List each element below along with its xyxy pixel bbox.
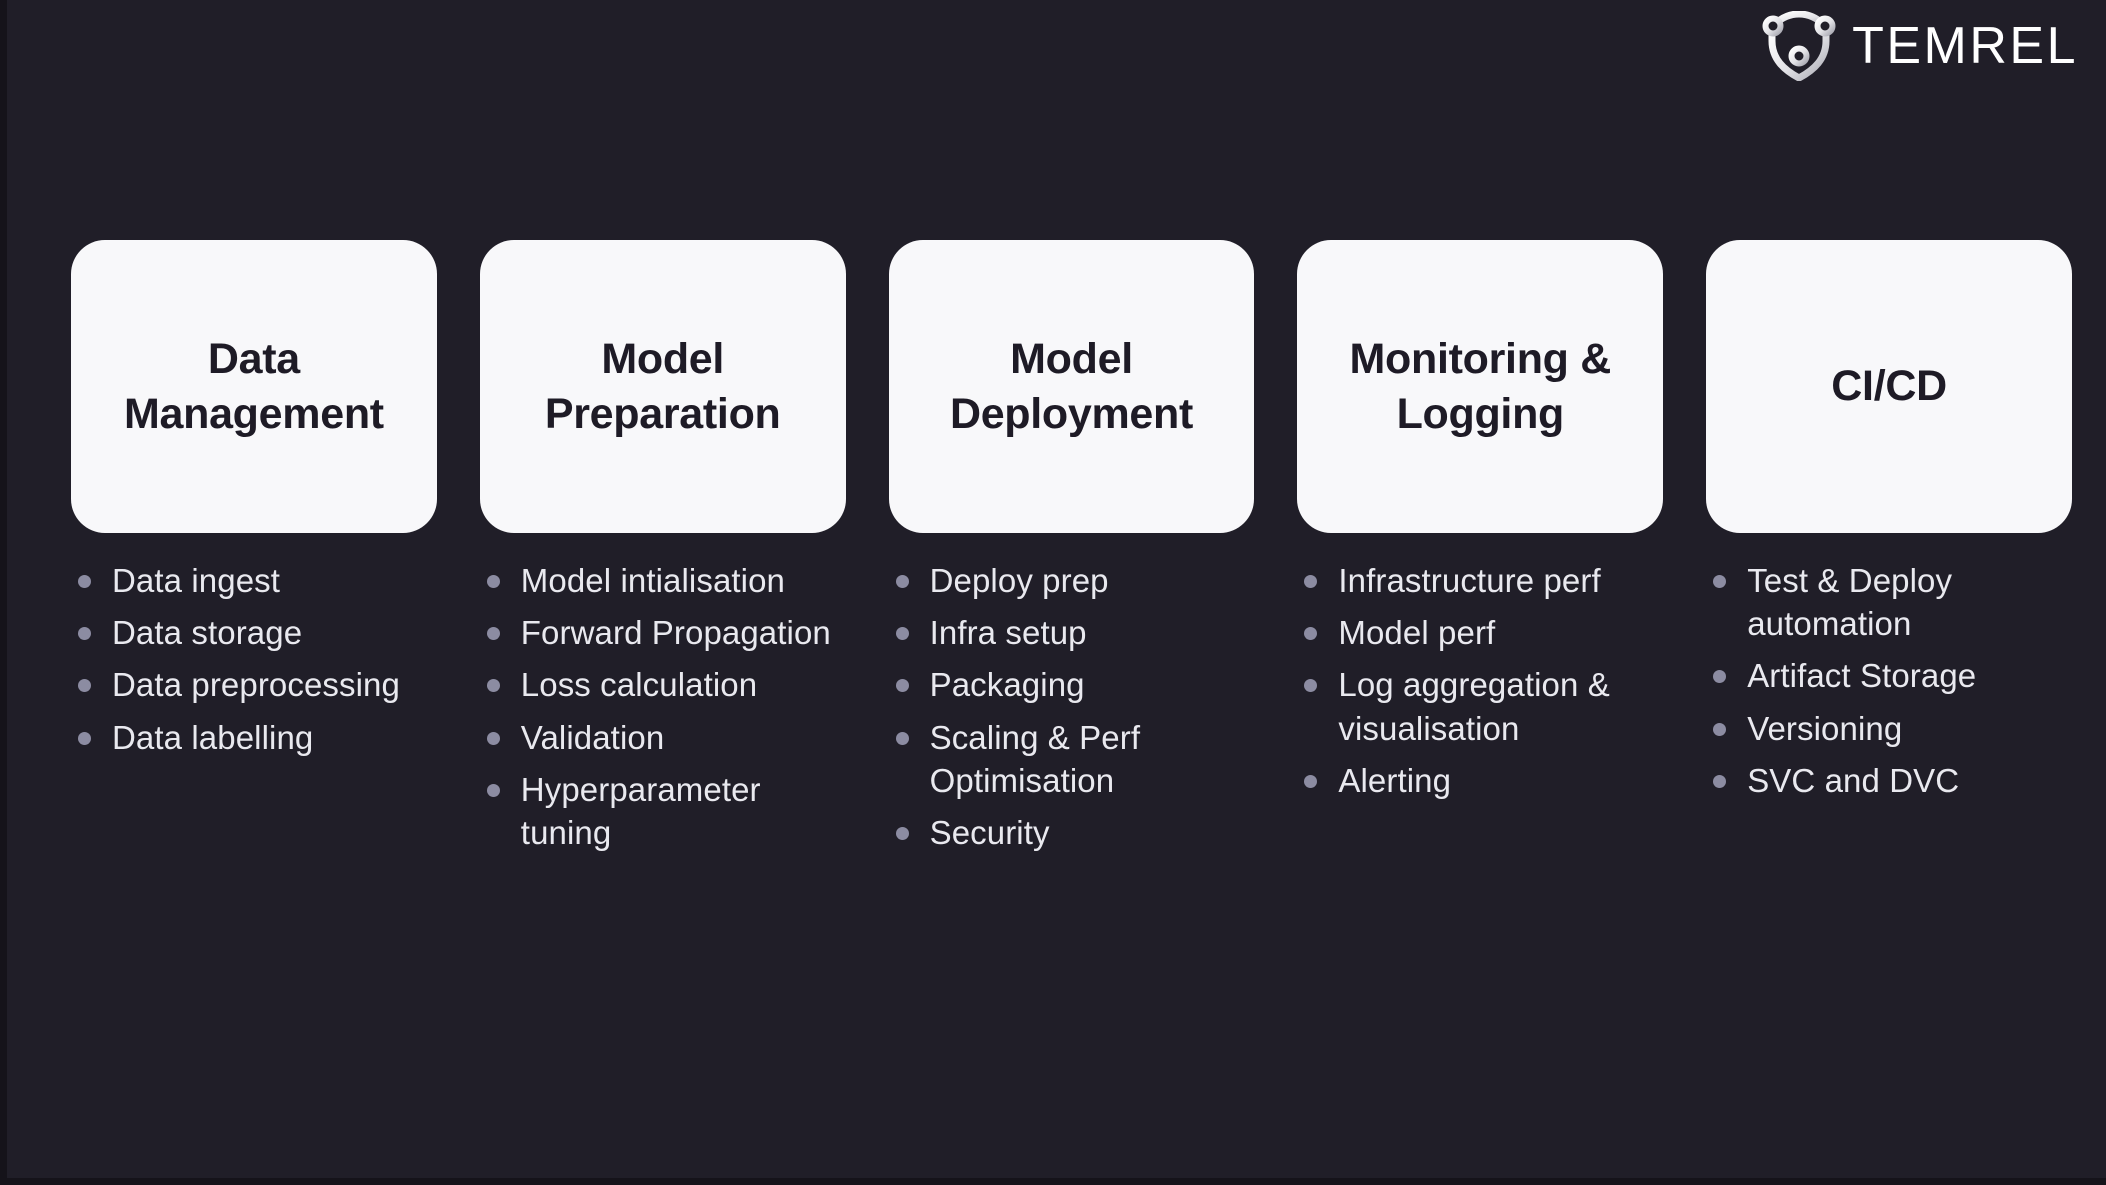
bullet-dot-icon <box>895 575 909 588</box>
list-item: Infra setup <box>889 611 1255 654</box>
list-item-label: Infrastructure perf <box>1338 562 1601 599</box>
bullet-dot-icon <box>486 783 500 797</box>
list-item-label: Artifact Storage <box>1747 657 1977 695</box>
list-item: Data labelling <box>71 716 437 759</box>
stage-card-monitoring-logging[interactable]: Monitoring & Logging <box>1297 240 1664 533</box>
stage-card-data-management[interactable]: Data Management <box>71 240 437 533</box>
list-item-label: Validation <box>520 718 665 756</box>
bullet-dot-icon <box>895 679 909 693</box>
list-item-label: Data preprocessing <box>112 666 400 704</box>
list-item-label: Data ingest <box>112 562 281 599</box>
stage-card-model-preparation[interactable]: Model Preparation <box>479 240 846 533</box>
bullet-dot-icon <box>78 731 91 745</box>
list-item: Data storage <box>71 611 437 654</box>
list-item: Model perf <box>1297 611 1663 654</box>
stage-card-title: Model Deployment <box>949 335 1194 438</box>
list-item: Loss calculation <box>480 663 846 706</box>
list-item: Hyperparameter tuning <box>480 768 846 854</box>
bullet-dot-icon <box>1713 670 1727 684</box>
bullet-dot-icon <box>486 627 500 641</box>
bullet-dot-icon <box>1713 575 1727 588</box>
list-item: Infrastructure perf <box>1297 559 1663 602</box>
bullet-dot-icon <box>1713 722 1727 736</box>
list-item-label: Versioning <box>1747 709 1903 747</box>
list-item-label: Alerting <box>1338 761 1452 799</box>
list-item-label: Hyperparameter tuning <box>520 770 761 852</box>
list-item-label: Infra setup <box>929 614 1087 652</box>
bullet-dot-icon <box>895 627 909 641</box>
list-item-label: Scaling & Perf Optimisation <box>929 718 1141 799</box>
brand-logo: TEMREL <box>1762 8 2078 84</box>
list-item-label: Deploy prep <box>929 562 1109 599</box>
stage-card-title: Monitoring & Logging <box>1349 335 1612 438</box>
list-item-label: Log aggregation & visualisation <box>1338 666 1610 747</box>
bullet-dot-icon <box>78 627 91 641</box>
list-item: Log aggregation & visualisation <box>1297 663 1663 749</box>
list-item: Security <box>889 811 1255 854</box>
bullet-dot-icon <box>78 679 91 693</box>
bullet-dot-icon <box>895 731 909 745</box>
bullet-dot-icon <box>78 575 91 588</box>
list-item: Validation <box>480 716 846 759</box>
bullet-dot-icon <box>486 679 500 693</box>
list-item-label: Data labelling <box>112 718 314 756</box>
list-item: Artifact Storage <box>1706 654 2072 697</box>
list-item-label: Loss calculation <box>520 666 758 704</box>
bullet-dot-icon <box>1304 679 1318 693</box>
list-item: Data preprocessing <box>71 663 437 706</box>
stage-card-ci-cd[interactable]: CI/CD <box>1706 240 2072 533</box>
list-item: Data ingest <box>71 559 437 602</box>
list-item: Versioning <box>1706 707 2072 750</box>
bullet-dot-icon <box>1304 774 1318 788</box>
list-item-label: SVC and DVC <box>1747 761 1960 799</box>
bullet-dot-icon <box>1304 627 1318 641</box>
stage-card-title: Model Preparation <box>544 335 781 438</box>
bullet-dot-icon <box>895 827 909 841</box>
stage-card-model-deployment[interactable]: Model Deployment <box>888 240 1255 533</box>
list-item-label: Test & Deploy automation <box>1747 562 1953 643</box>
bullet-dot-icon <box>1304 575 1318 588</box>
bullet-dot-icon <box>1713 774 1727 788</box>
stage-card-title: Data Management <box>123 335 384 438</box>
stage-card-title: CI/CD <box>1831 362 1947 411</box>
list-item: Test & Deploy automation <box>1706 559 2072 645</box>
list-item-label: Forward Propagation <box>520 614 831 652</box>
shield-antenna-icon <box>1762 11 1836 81</box>
list-item: Model intialisation <box>480 559 846 602</box>
list-item: Deploy prep <box>889 559 1255 602</box>
brand-wordmark: TEMREL <box>1852 17 2078 75</box>
list-item-label: Model perf <box>1338 614 1496 652</box>
list-item: Alerting <box>1297 759 1663 802</box>
list-item-label: Security <box>929 814 1050 852</box>
bullet-dot-icon <box>486 731 500 745</box>
list-item-label: Packaging <box>929 666 1085 704</box>
bullet-dot-icon <box>486 575 500 588</box>
list-item: Forward Propagation <box>480 611 846 654</box>
list-item-label: Data storage <box>112 614 303 652</box>
list-item-label: Model intialisation <box>520 562 786 599</box>
list-item: SVC and DVC <box>1706 759 2072 802</box>
list-item: Scaling & Perf Optimisation <box>889 716 1255 802</box>
list-item: Packaging <box>889 663 1255 706</box>
